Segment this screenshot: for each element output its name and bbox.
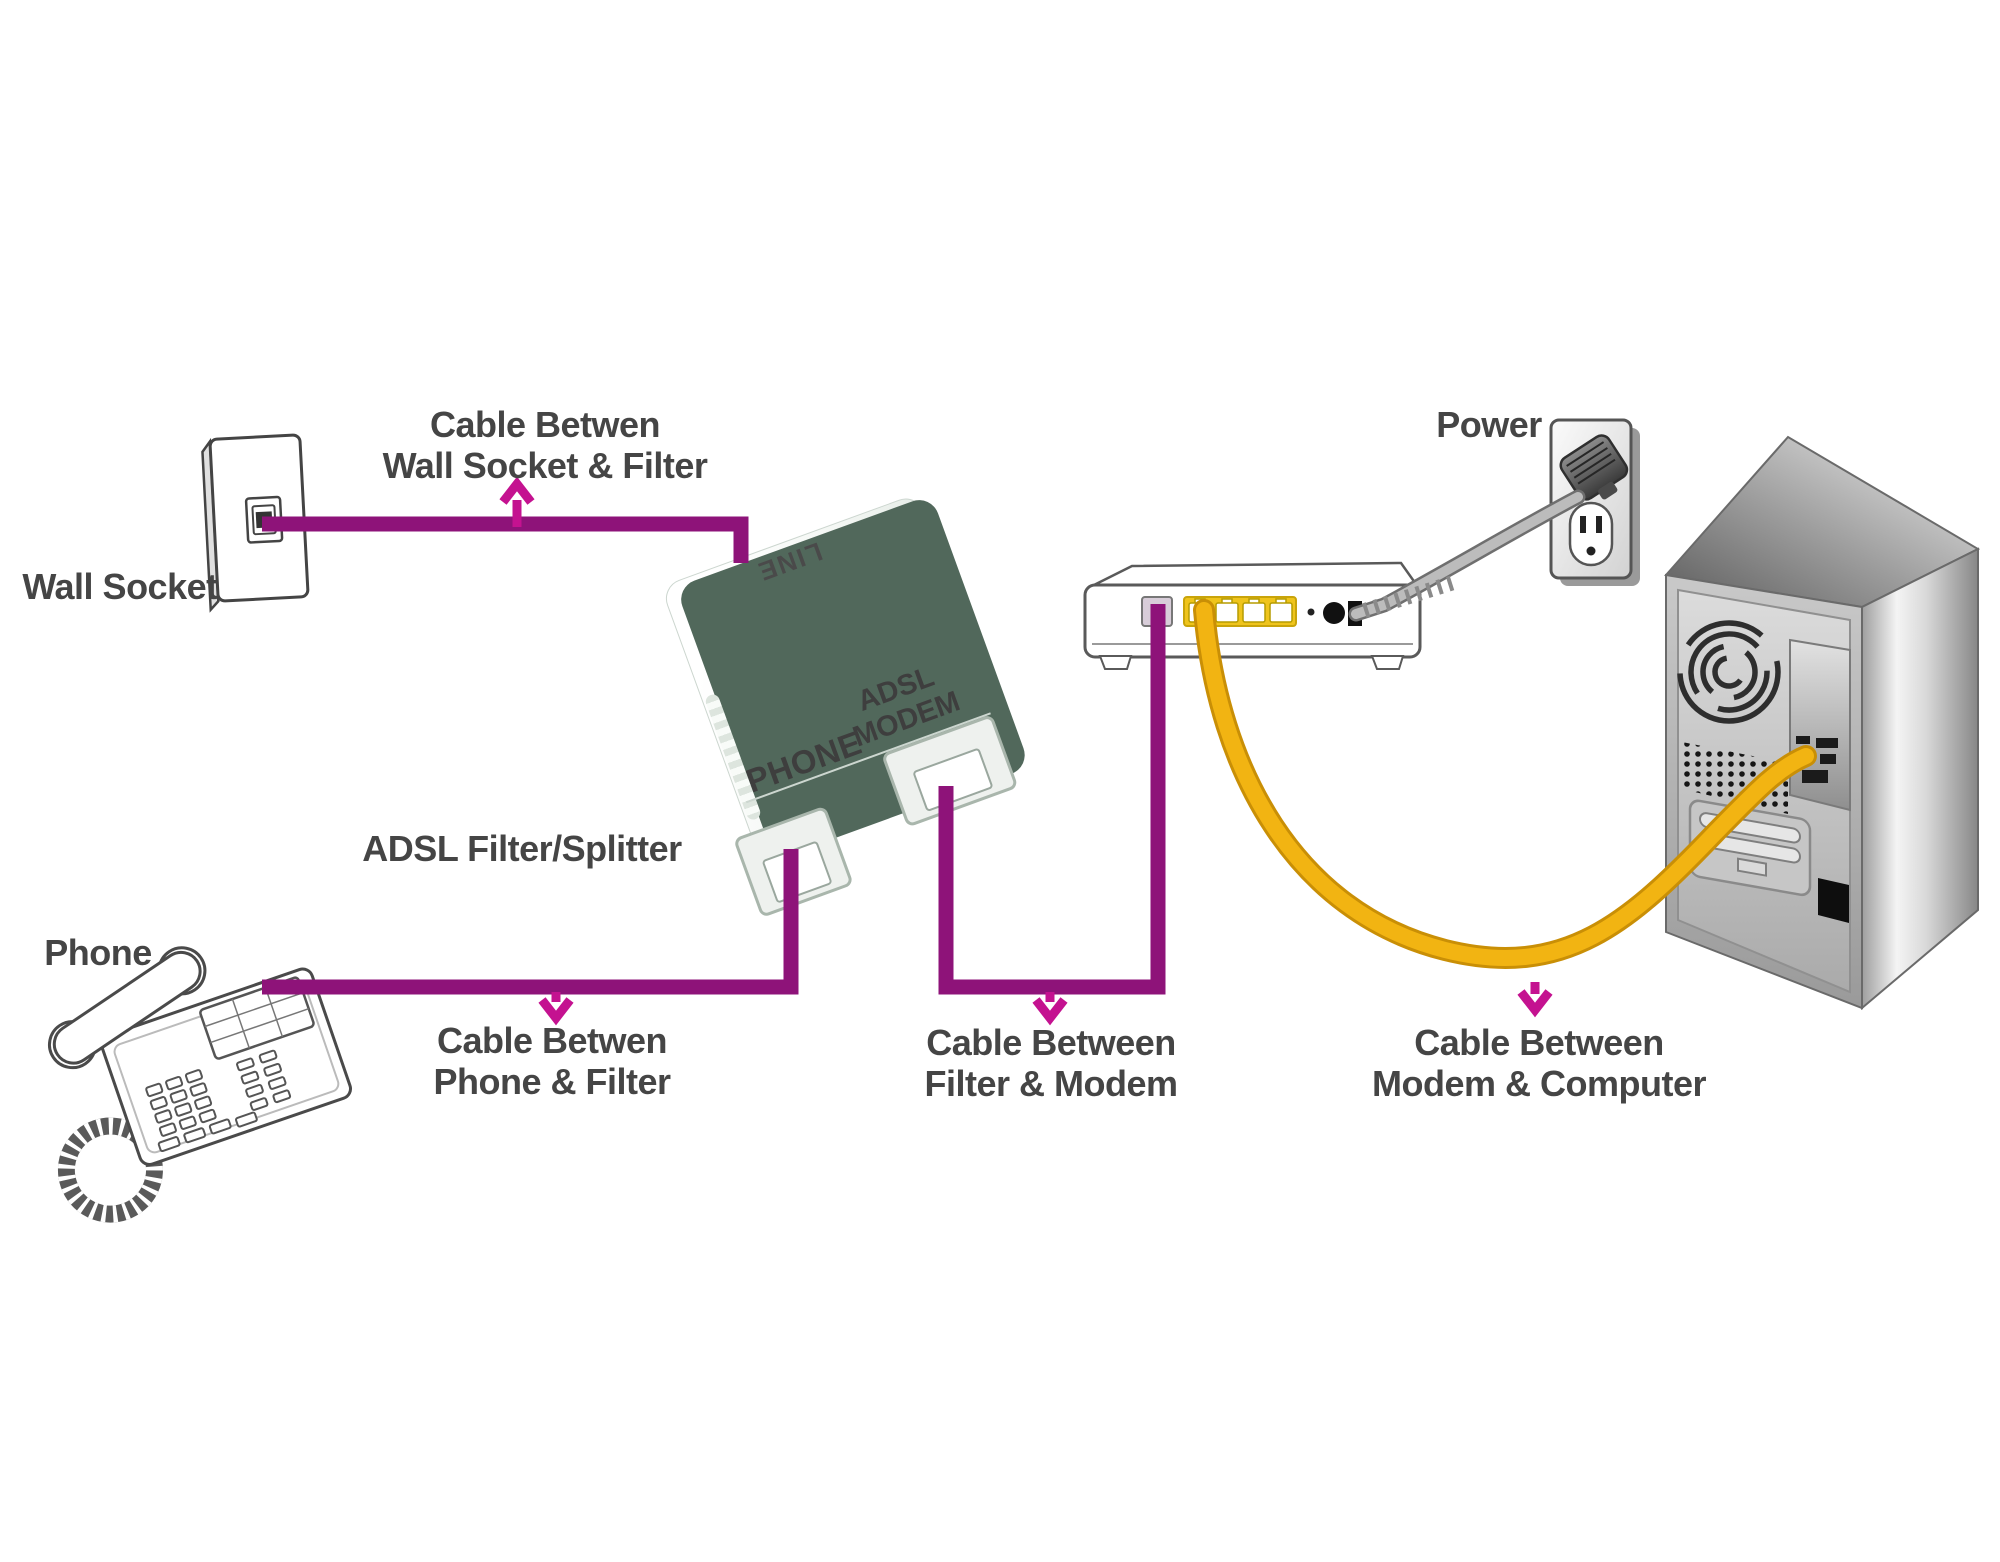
splitter-ribs	[703, 692, 763, 822]
modem-lan-block	[1183, 596, 1297, 627]
modem-top-face	[1089, 561, 1421, 589]
arrow-down-filter-modem	[1032, 992, 1068, 1026]
wall-socket-jack-outer	[244, 495, 284, 544]
cable-label-wall-socket-filter: Cable Betwen Wall Socket & Filter	[383, 404, 708, 486]
arrow-up-wall-filter	[499, 476, 535, 527]
splitter-phone-port	[733, 805, 854, 918]
filter-splitter-label: ADSL Filter/Splitter	[362, 828, 682, 869]
cable-phone-to-filter	[262, 849, 799, 995]
modem-foot-right	[1370, 655, 1405, 670]
io-panel	[1789, 638, 1851, 812]
computer-back-inset	[1677, 588, 1851, 994]
outlet-ground-hole	[1586, 546, 1596, 556]
cable-label-line2: Phone & Filter	[433, 1061, 671, 1102]
cable-label-line1: Cable Between	[1414, 1022, 1664, 1063]
wall-socket-jack-hole	[255, 511, 273, 529]
cable-label-filter-modem: Cable Between Filter & Modem	[924, 1022, 1178, 1104]
outlet-slot-left	[1580, 516, 1586, 533]
wall-socket-plate	[208, 433, 310, 603]
vent-grid	[1682, 742, 1788, 814]
computer-side-panel	[1861, 547, 1979, 1011]
handset-cord-coil	[57, 1117, 163, 1223]
wall-socket-jack-inner	[251, 504, 277, 536]
arrow-down-modem-computer	[1517, 982, 1553, 1018]
pointer-arrows	[499, 476, 1553, 1026]
power-jack	[1348, 601, 1362, 626]
lan-ports	[1188, 598, 1293, 623]
splitter-line-port-label: LINE	[752, 536, 827, 588]
computer	[1664, 435, 1981, 1011]
expansion-slots	[1688, 799, 1812, 897]
cable-label-line1: Cable Betwen	[436, 1020, 668, 1061]
cable-modem-to-computer	[1193, 599, 1817, 969]
cable-wall-socket-to-filter	[262, 516, 749, 563]
phone-body	[100, 967, 352, 1166]
modem-dsl-port	[1141, 596, 1173, 627]
power-adapter	[1559, 434, 1629, 501]
phone-deck	[113, 982, 340, 1154]
cable-label-line1: Cable Between	[926, 1022, 1176, 1063]
computer-top-face	[1664, 435, 1981, 609]
power-outlet	[1549, 418, 1640, 586]
power-label: Power	[1436, 404, 1542, 445]
modem-body	[1083, 583, 1422, 659]
phone-keypad	[145, 1049, 292, 1152]
outlet-shadow	[1560, 428, 1640, 586]
reset-hole	[1307, 608, 1315, 616]
computer-back-panel	[1665, 573, 1863, 1010]
speed-dial-panel	[199, 976, 315, 1060]
cable-label-line2: Modem & Computer	[1372, 1063, 1707, 1104]
outlet-plate	[1549, 418, 1633, 580]
modem-foot-left	[1098, 655, 1133, 670]
adsl-filter-splitter: LINE PHONE ADSL MODEM	[660, 492, 1019, 918]
wall-socket-label: Wall Socket	[22, 566, 218, 607]
phone-label: Phone	[44, 932, 152, 973]
io-connectors	[1796, 736, 1838, 783]
cable-label-line2: Wall Socket & Filter	[382, 445, 708, 486]
psu-socket	[1818, 878, 1849, 923]
cable-label-line1: Cable Betwen	[429, 404, 661, 445]
fan-grille-icon	[1677, 620, 1781, 724]
wall-socket	[201, 433, 310, 613]
power-button	[1323, 602, 1345, 624]
outlet-slot-right	[1596, 516, 1602, 533]
cable-label-phone-filter: Cable Betwen Phone & Filter	[433, 1020, 671, 1102]
cable-power-to-modem	[1348, 489, 1586, 622]
cable-label-modem-computer: Cable Between Modem & Computer	[1372, 1022, 1707, 1104]
outlet-receptacle	[1568, 501, 1614, 567]
modem	[1083, 561, 1422, 670]
speed-dial-grid	[204, 987, 309, 1049]
cable-label-line2: Filter & Modem	[924, 1063, 1178, 1104]
handset-cord-coil-stripes	[57, 1117, 163, 1223]
arrow-down-phone-filter	[538, 992, 574, 1026]
